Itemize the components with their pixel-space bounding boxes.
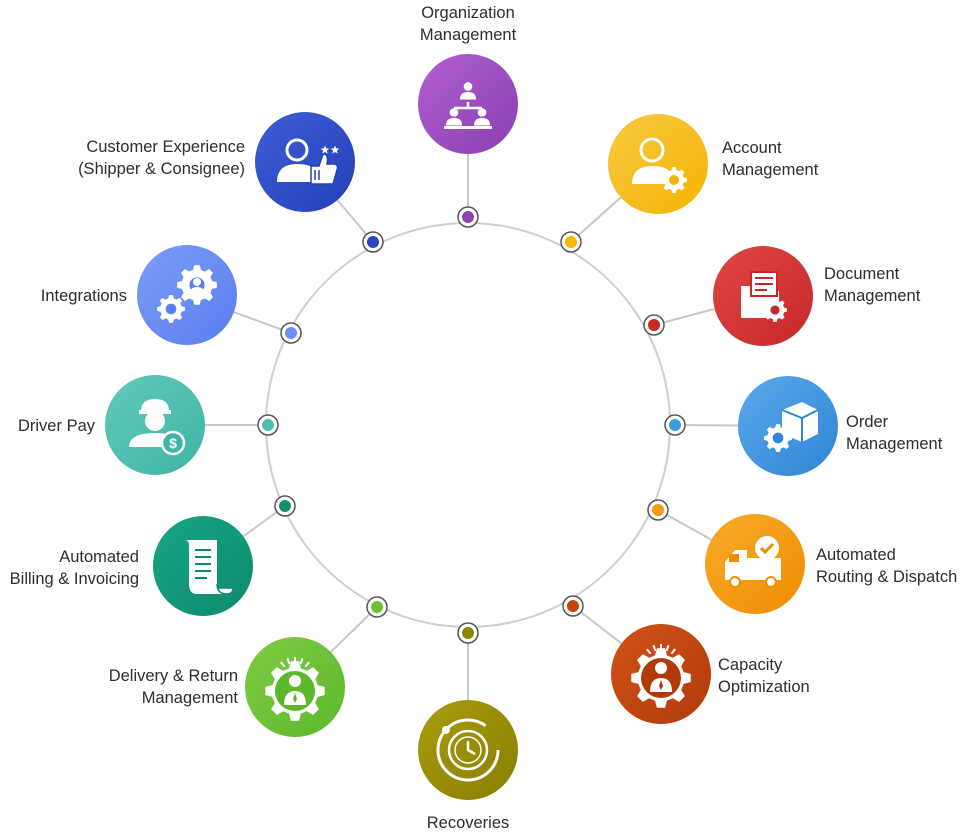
driver-pay-bubble: $: [105, 375, 205, 475]
delivery-return-management-connector: [330, 606, 378, 653]
gears-icon: [157, 265, 217, 323]
integrations-ring-dot: [280, 322, 302, 344]
svg-text:$: $: [169, 435, 177, 451]
organization-management-label-line: Management: [419, 26, 517, 44]
account-management-label-line: Account: [722, 139, 782, 157]
order-management-label-line: Management: [846, 435, 943, 453]
integrations-bubble: [137, 245, 237, 345]
recoveries-label-line: Recoveries: [426, 814, 510, 832]
driver-dollar-icon: $: [129, 399, 186, 456]
user-thumbs-up-icon: [277, 138, 340, 185]
driver-pay-label: Driver Pay: [18, 415, 95, 437]
automated-routing-dispatch-ring-dot: [647, 499, 669, 521]
customer-experience-label-line: Customer Experience: [86, 138, 245, 156]
clock-cycle-icon: [436, 718, 500, 782]
box-gear-icon: [764, 402, 819, 452]
document-management-label-line: Document: [824, 265, 900, 283]
account-management-connector: [570, 196, 622, 243]
automated-routing-dispatch-label-line: Routing & Dispatch: [816, 568, 958, 586]
recoveries-label: Recoveries: [427, 812, 510, 834]
automated-billing-invoicing-ring-dot: [274, 495, 296, 517]
capacity-optimization-label-line: Optimization: [718, 678, 810, 696]
customer-experience-ring-dot: [362, 231, 384, 253]
capacity-optimization-bubble: [611, 624, 711, 724]
recoveries-bubble: [418, 700, 518, 800]
recoveries-ring-dot: [457, 622, 479, 644]
truck-check-icon: [725, 536, 781, 588]
capacity-optimization-label-line: Capacity: [718, 656, 783, 674]
organization-management-ring-dot: [457, 206, 479, 228]
user-gear-icon: [632, 137, 687, 193]
capacity-optimization-ring-dot: [562, 595, 584, 617]
integrations-label: Integrations: [41, 285, 127, 307]
document-management-bubble: [713, 246, 813, 346]
people-hierarchy-icon: [444, 82, 492, 129]
delivery-return-management-ring-dot: [366, 596, 388, 618]
receipt-scroll-icon: [185, 540, 234, 595]
central-ring: [265, 222, 671, 628]
account-management-label-line: Management: [722, 161, 819, 179]
delivery-return-management-label-line: Management: [141, 689, 238, 707]
account-management-bubble: [608, 114, 708, 214]
document-management-ring-dot: [643, 314, 665, 336]
person-gear-icon: [265, 657, 325, 721]
integrations-label-line: Integrations: [40, 287, 127, 305]
delivery-return-management-bubble: [245, 637, 345, 737]
customer-experience-label-line: (Shipper & Consignee): [78, 160, 245, 178]
organization-management-label-line: Organization: [421, 4, 515, 22]
automated-routing-dispatch-bubble: [705, 514, 805, 614]
document-management-label-line: Management: [824, 287, 921, 305]
order-management-bubble: [738, 376, 838, 476]
automated-billing-invoicing-label-line: Automated: [59, 548, 139, 566]
driver-pay-ring-dot: [257, 414, 279, 436]
automated-billing-invoicing-label-line: Billing & Invoicing: [9, 570, 139, 588]
order-management-ring-dot: [664, 414, 686, 436]
driver-pay-label-line: Driver Pay: [17, 417, 95, 435]
person-gear-icon: [631, 644, 691, 708]
automated-routing-dispatch-label-line: Automated: [816, 546, 896, 564]
delivery-return-management-label-line: Delivery & Return: [108, 667, 238, 685]
order-management-label-line: Order: [846, 413, 889, 431]
customer-experience-label: Customer Experience (Shipper & Consignee): [78, 136, 245, 180]
automated-billing-invoicing-bubble: [153, 516, 253, 616]
account-management-ring-dot: [560, 231, 582, 253]
document-gear-icon: [741, 271, 787, 322]
organization-management-bubble: [418, 54, 518, 154]
customer-experience-bubble: [255, 112, 355, 212]
